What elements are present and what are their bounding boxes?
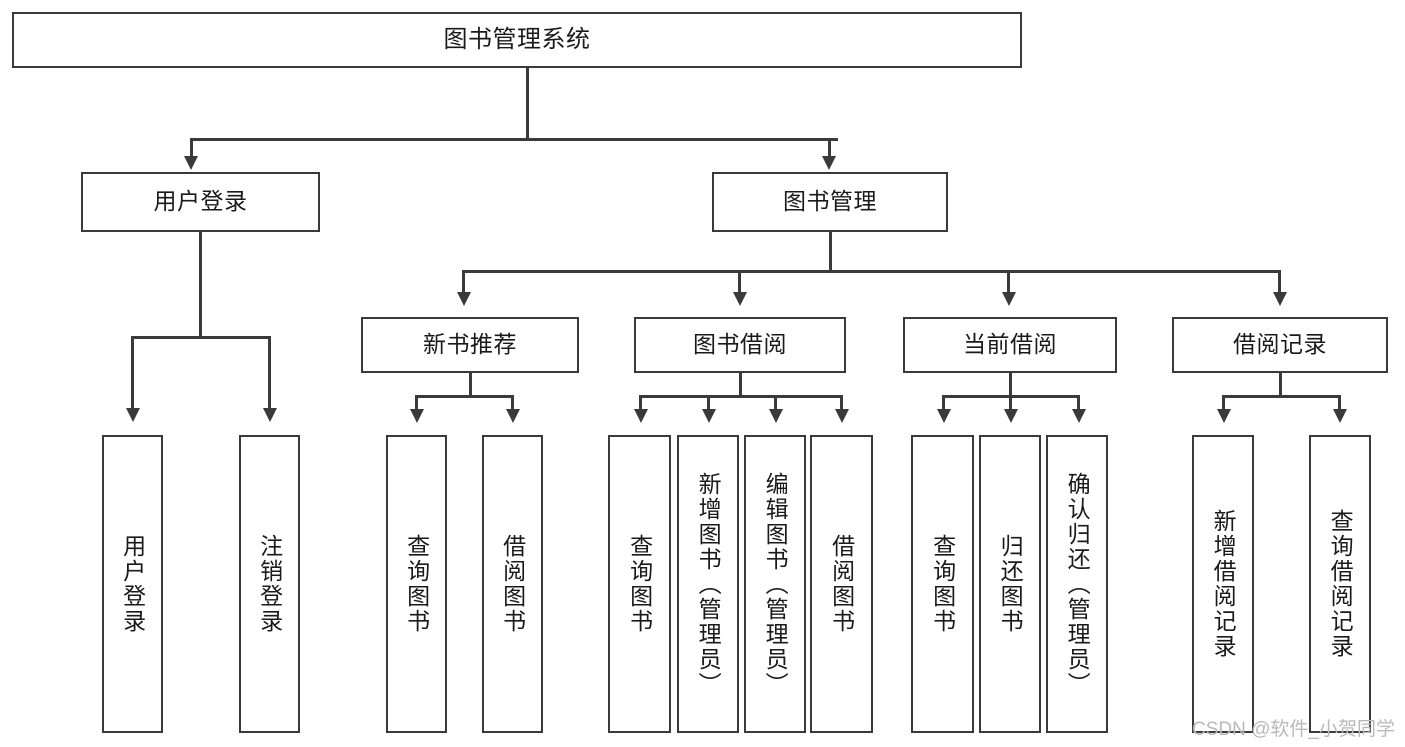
arrowhead-currentborrow-leaf-3 bbox=[1072, 409, 1086, 423]
arrowhead-root-to-user-login bbox=[184, 156, 198, 170]
csdn-watermark: CSDN @软件_小贺同学 bbox=[1192, 719, 1395, 740]
arrowhead-bookmgmt-to-book-borrow bbox=[733, 292, 747, 306]
node-label: 新增图书（管理员） bbox=[695, 471, 722, 697]
leaf-current-borrow-confirm-return[interactable]: 确认归还（管理员） bbox=[1046, 435, 1108, 733]
connector-root-bus bbox=[190, 138, 838, 141]
arrowhead-borrowrecord-leaf-1 bbox=[1217, 409, 1231, 423]
arrowhead-bookmgmt-to-current-borrow bbox=[1002, 292, 1016, 306]
node-label: 查询图书 bbox=[929, 534, 956, 634]
node-book-management[interactable]: 图书管理 bbox=[712, 172, 948, 232]
leaf-borrow-record-query-record[interactable]: 查询借阅记录 bbox=[1309, 435, 1371, 733]
node-label: 用户登录 bbox=[153, 188, 248, 215]
node-user-login[interactable]: 用户登录 bbox=[81, 172, 320, 232]
connector-borrowrecord-drop-2 bbox=[1338, 395, 1341, 411]
connector-newbook-drop-2 bbox=[511, 395, 514, 411]
node-label: 新增借阅记录 bbox=[1210, 509, 1237, 659]
connector-bookmgmt-drop-2 bbox=[738, 270, 741, 294]
node-root-system[interactable]: 图书管理系统 bbox=[12, 12, 1022, 68]
node-label: 图书管理系统 bbox=[443, 25, 591, 53]
connector-bookmgmt-drop-3 bbox=[1007, 270, 1010, 294]
arrowhead-newbook-leaf-1 bbox=[410, 409, 424, 423]
connector-bookborrow-bus bbox=[639, 395, 842, 398]
connector-currentborrow-drop-1 bbox=[942, 395, 945, 411]
connector-bookborrow-drop-2 bbox=[707, 395, 710, 411]
connector-borrowrecord-bus bbox=[1222, 395, 1340, 398]
connector-bookmgmt-drop-4 bbox=[1278, 270, 1281, 294]
arrowhead-currentborrow-leaf-1 bbox=[937, 409, 951, 423]
node-label: 查询图书 bbox=[403, 534, 430, 634]
connector-newbook-stem bbox=[469, 373, 472, 397]
leaf-user-login-login[interactable]: 用户登录 bbox=[102, 435, 163, 733]
connector-bookmgmt-stem bbox=[829, 232, 832, 272]
connector-root-drop-2 bbox=[828, 138, 831, 158]
leaf-new-book-query-book[interactable]: 查询图书 bbox=[386, 435, 447, 733]
leaf-current-borrow-return-book[interactable]: 归还图书 bbox=[979, 435, 1041, 733]
leaf-book-borrow-add-book[interactable]: 新增图书（管理员） bbox=[677, 435, 739, 733]
arrowhead-bookborrow-leaf-3 bbox=[769, 409, 783, 423]
node-new-book-recommend[interactable]: 新书推荐 bbox=[361, 317, 579, 373]
node-label: 新书推荐 bbox=[423, 331, 517, 358]
node-label: 编辑图书（管理员） bbox=[762, 471, 789, 697]
node-label: 确认归还（管理员） bbox=[1064, 471, 1091, 697]
arrowhead-bookmgmt-to-new-book bbox=[457, 292, 471, 306]
node-label: 借阅图书 bbox=[499, 534, 526, 634]
node-label: 当前借阅 bbox=[963, 331, 1057, 358]
connector-bookmgmt-drop-1 bbox=[462, 270, 465, 294]
leaf-borrow-record-add-record[interactable]: 新增借阅记录 bbox=[1192, 435, 1254, 733]
arrowhead-bookborrow-leaf-2 bbox=[702, 409, 716, 423]
connector-currentborrow-drop-3 bbox=[1077, 395, 1080, 411]
connector-userlogin-drop-2 bbox=[268, 336, 271, 410]
connector-bookborrow-drop-4 bbox=[840, 395, 843, 411]
leaf-book-borrow-edit-book[interactable]: 编辑图书（管理员） bbox=[744, 435, 806, 733]
arrowhead-borrowrecord-leaf-2 bbox=[1333, 409, 1347, 423]
connector-userlogin-drop-1 bbox=[131, 336, 134, 410]
leaf-book-borrow-query-book[interactable]: 查询图书 bbox=[608, 435, 671, 733]
leaf-new-book-borrow-book[interactable]: 借阅图书 bbox=[482, 435, 543, 733]
leaf-book-borrow-borrow-book[interactable]: 借阅图书 bbox=[810, 435, 873, 733]
node-label: 查询借阅记录 bbox=[1327, 509, 1354, 659]
node-label: 图书管理 bbox=[783, 188, 877, 215]
connector-bookborrow-stem bbox=[739, 373, 742, 397]
connector-currentborrow-stem bbox=[1009, 373, 1012, 397]
connector-borrowrecord-drop-1 bbox=[1222, 395, 1225, 411]
arrowhead-userlogin-leaf-1 bbox=[126, 408, 140, 422]
node-label: 借阅记录 bbox=[1233, 331, 1327, 358]
node-book-borrow[interactable]: 图书借阅 bbox=[634, 317, 846, 373]
arrowhead-root-to-book-manage bbox=[822, 156, 836, 170]
connector-root-drop-1 bbox=[190, 138, 193, 158]
leaf-user-login-logout[interactable]: 注销登录 bbox=[239, 435, 300, 733]
node-label: 借阅图书 bbox=[828, 534, 855, 634]
connector-bookborrow-drop-3 bbox=[774, 395, 777, 411]
node-label: 图书借阅 bbox=[693, 331, 787, 358]
connector-bookborrow-drop-1 bbox=[639, 395, 642, 411]
node-current-borrow[interactable]: 当前借阅 bbox=[903, 317, 1117, 373]
node-label: 查询图书 bbox=[626, 534, 653, 634]
arrowhead-currentborrow-leaf-2 bbox=[1004, 409, 1018, 423]
connector-borrowrecord-stem bbox=[1279, 373, 1282, 397]
node-label: 注销登录 bbox=[256, 534, 283, 634]
connector-root-stem bbox=[526, 68, 529, 140]
connector-newbook-drop-1 bbox=[415, 395, 418, 411]
arrowhead-bookborrow-leaf-4 bbox=[835, 409, 849, 423]
node-borrow-record[interactable]: 借阅记录 bbox=[1172, 317, 1388, 373]
connector-userlogin-stem bbox=[199, 232, 202, 338]
connector-newbook-bus bbox=[415, 395, 513, 398]
arrowhead-bookmgmt-to-borrow-record bbox=[1273, 292, 1287, 306]
leaf-current-borrow-query-book[interactable]: 查询图书 bbox=[911, 435, 974, 733]
arrowhead-userlogin-leaf-2 bbox=[263, 408, 277, 422]
node-label: 归还图书 bbox=[997, 534, 1024, 634]
arrowhead-bookborrow-leaf-1 bbox=[634, 409, 648, 423]
connector-userlogin-bus bbox=[131, 336, 271, 339]
connector-bookmgmt-bus bbox=[462, 270, 1280, 273]
connector-currentborrow-drop-2 bbox=[1009, 395, 1012, 411]
node-label: 用户登录 bbox=[119, 534, 146, 634]
arrowhead-newbook-leaf-2 bbox=[506, 409, 520, 423]
